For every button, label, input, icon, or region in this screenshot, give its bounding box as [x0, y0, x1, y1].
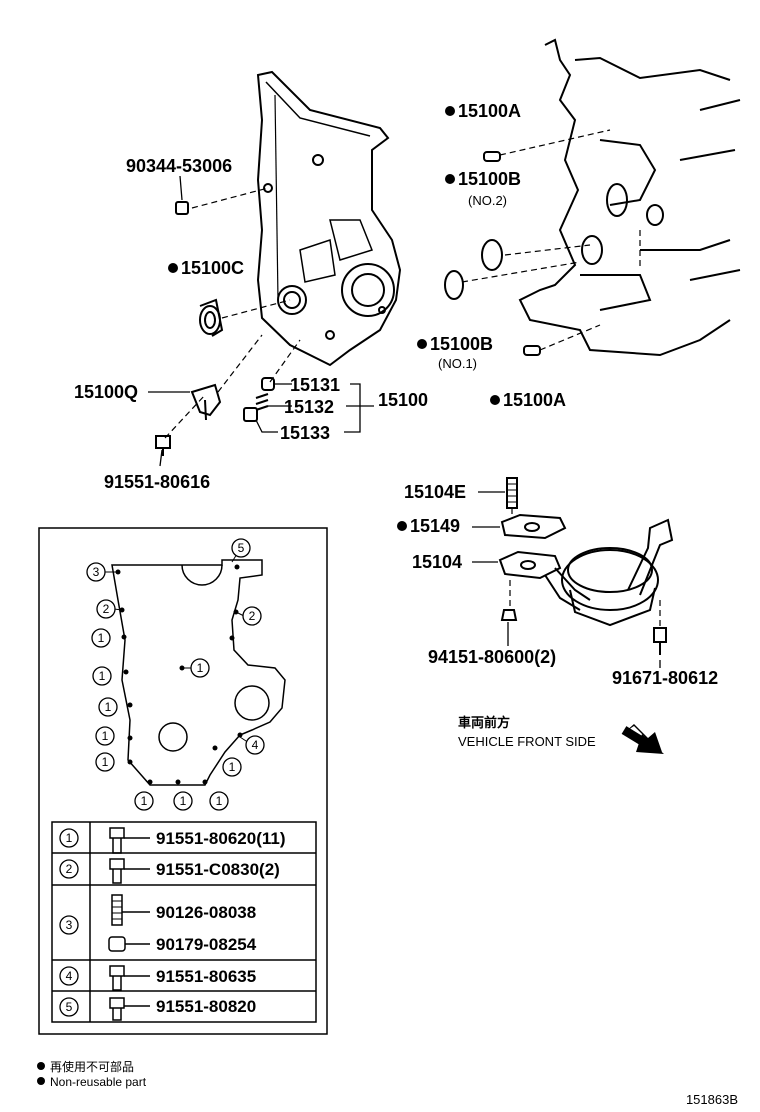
callout-2b: 2 — [249, 609, 256, 623]
non-reusable-dot-icon — [417, 339, 427, 349]
oil-strainer-illustration — [498, 477, 674, 655]
table-part-5: 91551-80820 — [156, 997, 256, 1016]
callout-4: 4 — [252, 738, 259, 752]
leader-lines-strainer — [472, 491, 661, 668]
label-15104: 15104 — [412, 552, 462, 572]
label-15100B-bottom: 15100B — [430, 334, 493, 354]
non-reusable-dot-icon — [445, 106, 455, 116]
leader-lines-left — [164, 187, 301, 439]
inset-callouts — [86, 538, 265, 811]
label-15100: 15100 — [378, 390, 428, 410]
label-15131: 15131 — [290, 375, 340, 395]
inset-cover-outline — [111, 559, 286, 786]
inset-box — [38, 527, 328, 1035]
label-15133: 15133 — [280, 423, 330, 443]
table-num-3: 3 — [66, 918, 73, 932]
bolt-table-parts: 91551-80620(11) 91551-C0830(2) 90126-080… — [156, 829, 286, 1016]
label-15149: 15149 — [410, 516, 460, 536]
callout-1j: 1 — [216, 794, 223, 808]
non-reusable-dot-icon — [397, 521, 407, 531]
bolt-table — [51, 821, 317, 1023]
legend: 再使用不可部品 Non-reusable part — [37, 1059, 147, 1089]
label-15100Q: 15100Q — [74, 382, 138, 402]
callout-1g: 1 — [229, 760, 236, 774]
callout-2a: 2 — [103, 602, 110, 616]
right-small-parts — [444, 151, 541, 356]
label-91671-80612: 91671-80612 — [612, 668, 718, 688]
label-15100A-bottom: 15100A — [503, 390, 566, 410]
left-small-parts — [155, 201, 275, 456]
non-reusable-dot-icon — [168, 263, 178, 273]
table-part-3a: 90126-08038 — [156, 903, 256, 922]
callout-3: 3 — [93, 565, 100, 579]
bolt-table-nums: 1 2 3 4 5 — [66, 831, 73, 1014]
callout-1b: 1 — [197, 661, 204, 675]
label-91551-80616: 91551-80616 — [104, 472, 210, 492]
label-15100A-top: 15100A — [458, 101, 521, 121]
diagram-id: 151863B — [686, 1092, 738, 1107]
legend-en: Non-reusable part — [50, 1075, 147, 1089]
label-front-en: VEHICLE FRONT SIDE — [458, 734, 596, 749]
label-no1: (NO.1) — [438, 356, 477, 371]
label-90344-53006: 90344-53006 — [126, 156, 232, 176]
callout-1e: 1 — [102, 729, 109, 743]
legend-dot-icon — [37, 1077, 45, 1085]
label-15132: 15132 — [284, 397, 334, 417]
callout-1f: 1 — [102, 755, 109, 769]
table-num-4: 4 — [66, 969, 73, 983]
engine-block-illustration — [518, 38, 741, 357]
bolt-table-num-circles — [59, 828, 79, 1017]
leader-lines-right — [461, 129, 641, 351]
table-num-1: 1 — [66, 831, 73, 845]
callout-5: 5 — [238, 541, 245, 555]
callout-1d: 1 — [105, 700, 112, 714]
inset-callout-numbers: 5 3 2 2 1 1 1 1 1 4 1 1 1 1 1 — [93, 541, 259, 808]
table-part-3b: 90179-08254 — [156, 935, 257, 954]
callout-1c: 1 — [99, 669, 106, 683]
table-part-4: 91551-80635 — [156, 967, 256, 986]
legend-jp: 再使用不可部品 — [50, 1059, 134, 1074]
table-num-2: 2 — [66, 862, 73, 876]
table-num-5: 5 — [66, 1000, 73, 1014]
label-94151-80600: 94151-80600(2) — [428, 647, 556, 667]
front-arrow-icon — [621, 724, 664, 754]
callout-1h: 1 — [141, 794, 148, 808]
label-no2: (NO.2) — [468, 193, 507, 208]
label-15104E: 15104E — [404, 482, 466, 502]
dashed-leaders-strainer — [509, 508, 661, 626]
inset-leaders — [104, 548, 253, 746]
timing-cover-illustration — [256, 70, 402, 367]
part-labels: 90344-53006 15100C 15100Q 91551-80616 15… — [74, 101, 718, 749]
table-part-1: 91551-80620(11) — [156, 829, 286, 848]
non-reusable-dot-icon — [490, 395, 500, 405]
table-part-2: 91551-C0830(2) — [156, 860, 280, 879]
label-front-jp: 車両前方 — [458, 715, 510, 730]
legend-dot-icon — [37, 1062, 45, 1070]
callout-1a: 1 — [98, 631, 105, 645]
callout-1i: 1 — [180, 794, 187, 808]
inset-bolt-dots — [115, 564, 243, 785]
solid-leaders-left — [148, 175, 374, 467]
bolt-icons — [108, 827, 150, 1021]
label-15100B-top: 15100B — [458, 169, 521, 189]
non-reusable-dot-icon — [445, 174, 455, 184]
label-15100C: 15100C — [181, 258, 244, 278]
